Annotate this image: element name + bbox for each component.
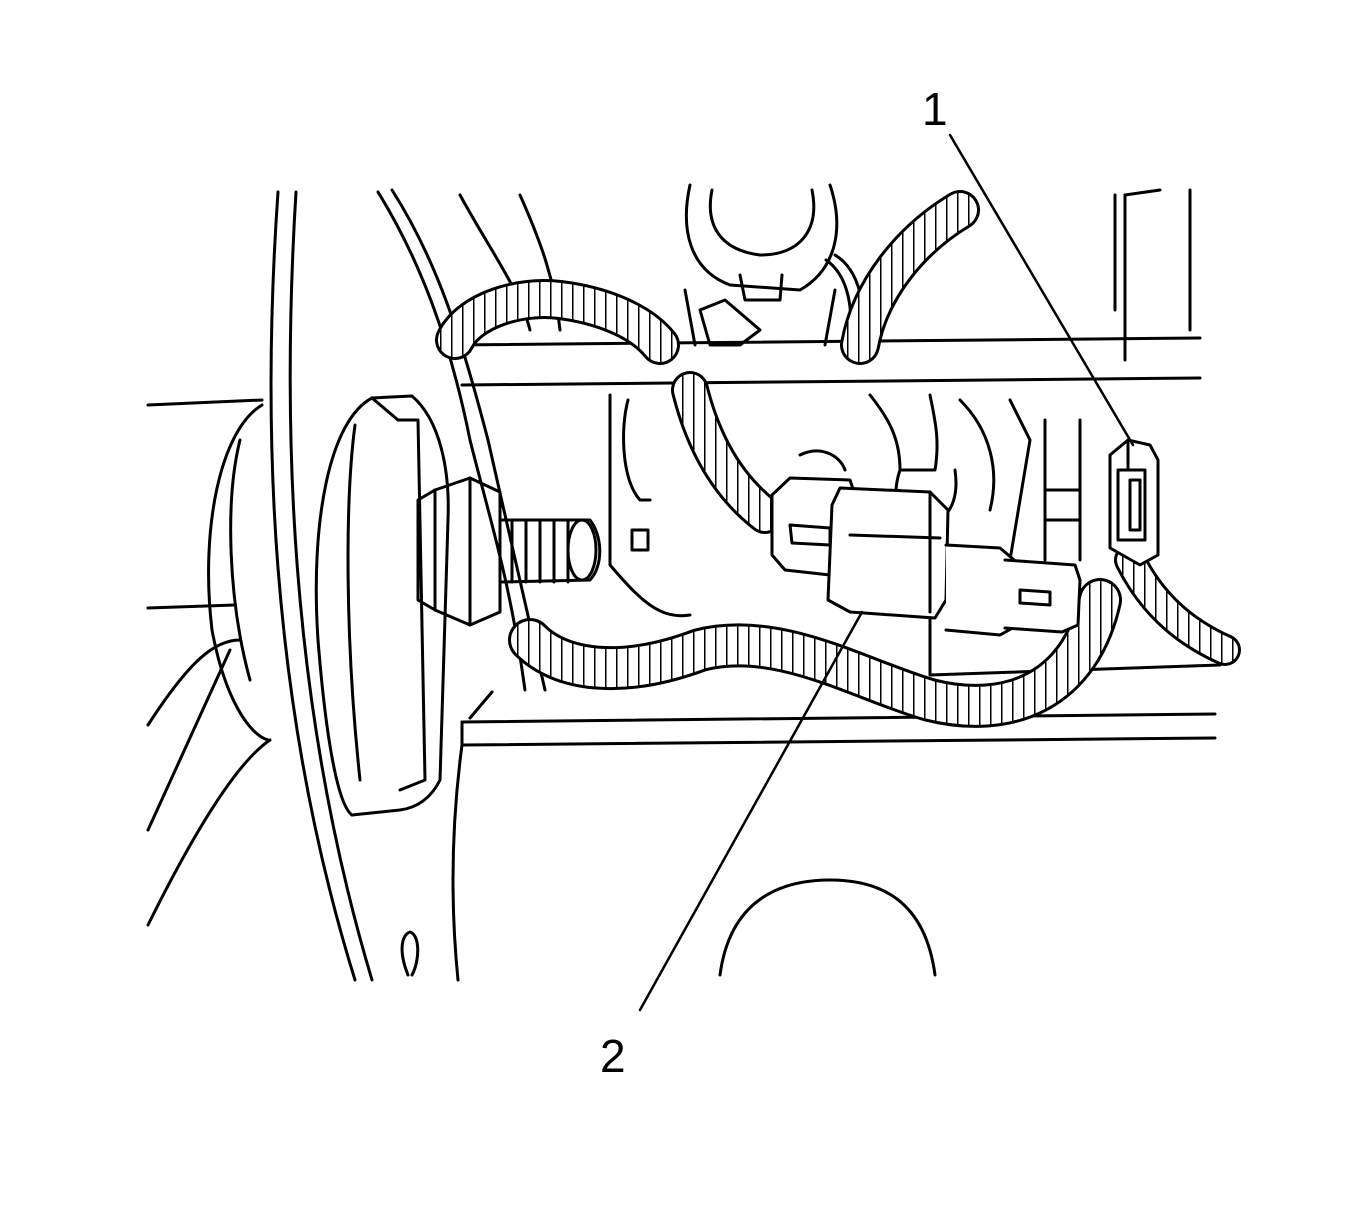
filler-cap xyxy=(683,183,839,347)
leader-lines xyxy=(638,133,1135,1012)
lower-panel xyxy=(400,690,1217,982)
leader-line-1 xyxy=(948,133,1135,447)
connector-2 xyxy=(770,476,1082,637)
body-panel xyxy=(146,190,374,982)
connector-1 xyxy=(1108,438,1160,567)
sensor-bracket xyxy=(608,188,1222,677)
wheel-hub xyxy=(207,394,450,817)
callout-label-2: 2 xyxy=(600,1030,626,1082)
callout-label-1: 1 xyxy=(922,83,948,135)
leader-line-2 xyxy=(638,610,864,1012)
